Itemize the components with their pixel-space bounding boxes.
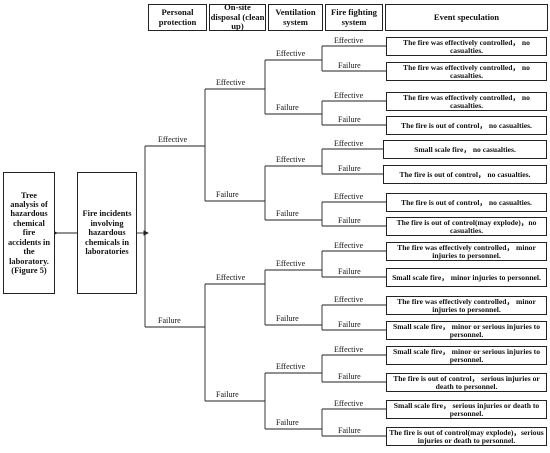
label-l3-effective-1: Effective [276,49,306,58]
header-ventilation-system: Ventilation system [268,4,323,31]
label-l3-failure-3: Failure [276,314,299,323]
branch-labels: EffectiveFailureEffectiveFailureEffectiv… [158,36,364,435]
label-l4-effective-8: Effective [334,399,364,408]
label-l3-failure-2: Failure [276,209,299,218]
outcome-box-5: Small scale fire， no casualties. [383,140,547,159]
label-l1-failure: Failure [158,316,181,325]
label-l4-effective-1: Effective [334,36,364,45]
label-l4-effective-5: Effective [334,241,364,250]
outcome-box-9: The fire was effectively controlled， min… [386,242,547,261]
label-l4-effective-2: Effective [334,91,364,100]
outcome-box-2: The fire was effectively controlled， no … [386,62,547,81]
label-l1-effective: Effective [158,135,188,144]
outcome-box-1: The fire was effectively controlled， no … [386,37,547,56]
outcome-box-7: The fire is out of control， no casualtie… [386,193,547,212]
outcome-box-3: The fire was effectively controlled， no … [386,92,547,111]
label-l2-effective-2: Effective [216,273,246,282]
label-l4-effective-6: Effective [334,295,364,304]
tree-branches [52,45,386,437]
label-l3-effective-2: Effective [276,155,306,164]
label-l4-failure-2: Failure [338,115,361,124]
outcome-box-15: Small scale fire， serious injuries or de… [386,400,547,419]
outcome-box-11: The fire was effectively controlled， min… [386,296,547,315]
outcome-box-10: Small scale fire， minor injuries to pers… [386,268,547,287]
label-l4-failure-6: Failure [338,320,361,329]
initiating-event-box: Fire incidents involving hazardous chemi… [77,172,137,294]
label-l4-effective-7: Effective [334,345,364,354]
header-fire-fighting-system: Fire fighting system [325,4,383,31]
outcome-box-12: Small scale fire， minor or serious injur… [386,321,547,340]
header-personal-protection: Personal protection [148,4,207,31]
tree-title-box: Tree analysis of hazardous chemical fire… [3,172,55,294]
label-l4-effective-4: Effective [334,192,364,201]
header-event-speculation: Event speculation [385,4,548,31]
label-l4-failure-5: Failure [338,267,361,276]
label-l4-failure-4: Failure [338,216,361,225]
outcome-box-8: The fire is out of control(may explode)，… [386,217,547,236]
outcome-box-4: The fire is out of control， no casualtie… [386,116,547,135]
label-l4-effective-3: Effective [334,139,364,148]
label-l4-failure-1: Failure [338,61,361,70]
label-l4-failure-7: Failure [338,372,361,381]
header-onsite-disposal: On-site disposal (clean up) [209,2,266,32]
label-l2-failure-1: Failure [216,190,239,199]
label-l2-failure-2: Failure [216,390,239,399]
label-l3-effective-3: Effective [276,259,306,268]
outcome-box-6: The fire is out of control， no casualtie… [383,165,547,184]
label-l3-failure-1: Failure [276,103,299,112]
label-l3-failure-4: Failure [276,418,299,427]
label-l4-failure-3: Failure [338,164,361,173]
outcome-box-13: Small scale fire， minor or serious injur… [386,346,547,365]
outcome-box-14: The fire is out of control， serious inju… [386,373,547,392]
label-l3-effective-4: Effective [276,362,306,371]
label-l4-failure-8: Failure [338,426,361,435]
outcome-box-16: The fire is out of control(may explode)，… [386,427,547,446]
label-l2-effective-1: Effective [216,78,246,87]
